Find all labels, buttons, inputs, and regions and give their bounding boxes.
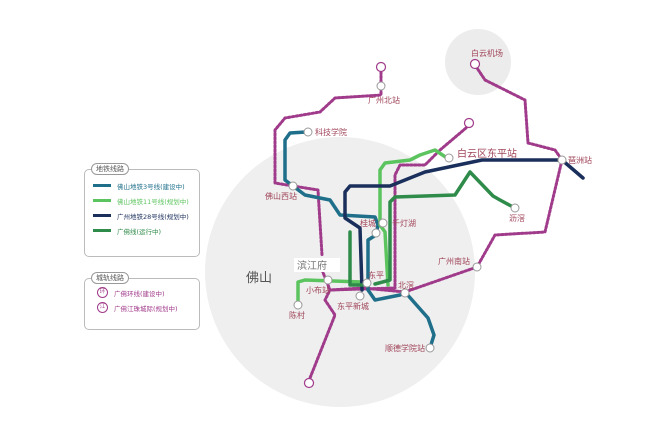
legend-metro: 地铁线路 佛山地铁3号线(建设中) 佛山地铁11号线(规划中) 广州地铁28号线… — [84, 163, 200, 257]
project-label: 滨江府 — [297, 259, 327, 272]
jiang-icon: 江 — [97, 302, 108, 313]
legend-item: 广州地铁28号线(规划中) — [93, 208, 199, 223]
legend-item: 环广佛环线(建设中) — [93, 285, 199, 300]
line-guangfo — [348, 170, 515, 287]
station-baiyun-dongping: 白云区东平站 — [457, 147, 517, 160]
legend-metro-title: 地铁线路 — [91, 163, 129, 175]
station-xiaobu: 小布站 — [306, 285, 330, 295]
legend-item: 江广佛江珠城际(规划中) — [93, 300, 199, 315]
station-guicheng: 桂城 — [360, 218, 376, 228]
station-keji: 科技学院 — [315, 127, 347, 137]
station-gz-south: 广州南站 — [438, 256, 470, 266]
line-gf-jiangzhu — [308, 126, 468, 380]
station-shunde-college: 顺德学院站 — [385, 343, 425, 353]
station-pazhou: 琶洲站 — [568, 155, 592, 165]
line-fs11 — [296, 148, 449, 305]
legend-rail: 城轨线路 环广佛环线(建设中) 江广佛江珠城际(规划中) — [84, 272, 200, 330]
station-lijiao: 沥滘 — [509, 214, 525, 223]
station-beijiao: 北滘 — [398, 281, 414, 290]
station-airport: 白云机场 — [471, 48, 503, 58]
huan-icon: 环 — [97, 287, 108, 298]
project-label-bg — [294, 258, 340, 272]
station-qiandenghu: 千灯湖 — [392, 218, 416, 228]
station-dongping: 东平 — [368, 270, 384, 280]
legend-item: 佛山地铁11号线(规划中) — [93, 193, 199, 208]
legend-item: 广佛线(运行中) — [93, 223, 199, 238]
region-foshan: 佛山 — [246, 271, 272, 286]
legend-item: 佛山地铁3号线(建设中) — [93, 178, 199, 193]
station-markers — [288, 81, 567, 353]
station-gz-north: 广州北站 — [368, 95, 400, 105]
legend-rail-title: 城轨线路 — [91, 272, 129, 284]
station-chencun: 陈村 — [289, 310, 305, 320]
line-gz28 — [343, 158, 585, 292]
station-fs-west: 佛山西站 — [265, 191, 297, 201]
station-dongping-xincheng: 东平新城 — [337, 301, 369, 311]
rail-terminal-icons — [303, 58, 481, 389]
